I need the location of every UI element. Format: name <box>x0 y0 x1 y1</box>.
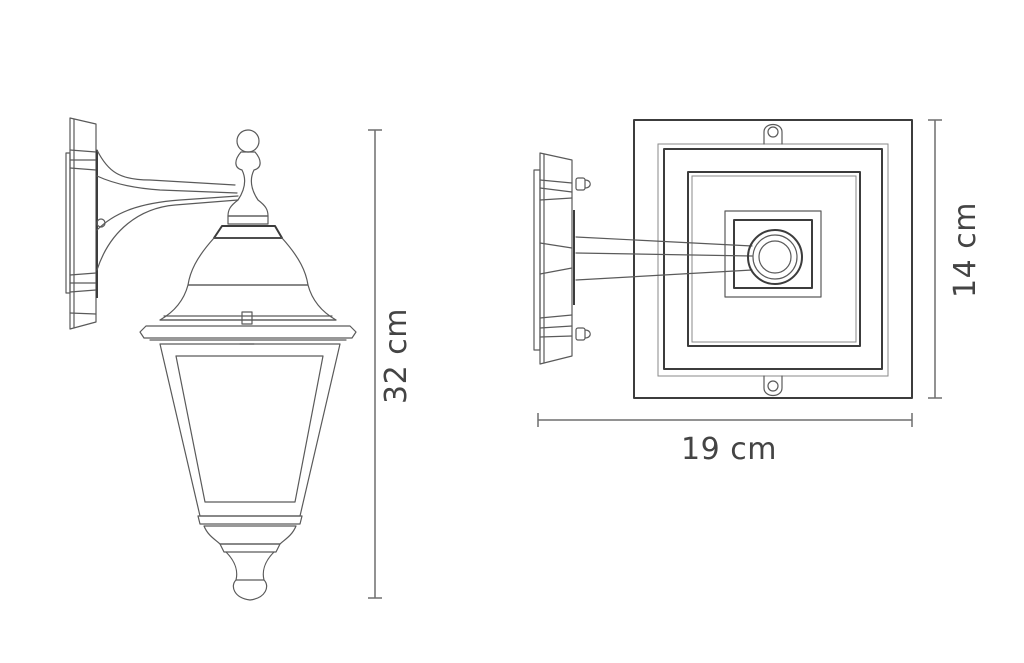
top-finial <box>227 129 269 225</box>
bracket-arm <box>96 149 239 271</box>
top-view-wall-plate <box>533 152 591 365</box>
width-dimension-label: 19 cm <box>681 432 777 467</box>
lantern-glass-body <box>159 343 341 601</box>
lantern-hood <box>139 225 357 345</box>
lantern-top-square <box>633 119 913 399</box>
wall-plate <box>65 117 98 330</box>
top-view-bracket-arm <box>575 229 803 285</box>
